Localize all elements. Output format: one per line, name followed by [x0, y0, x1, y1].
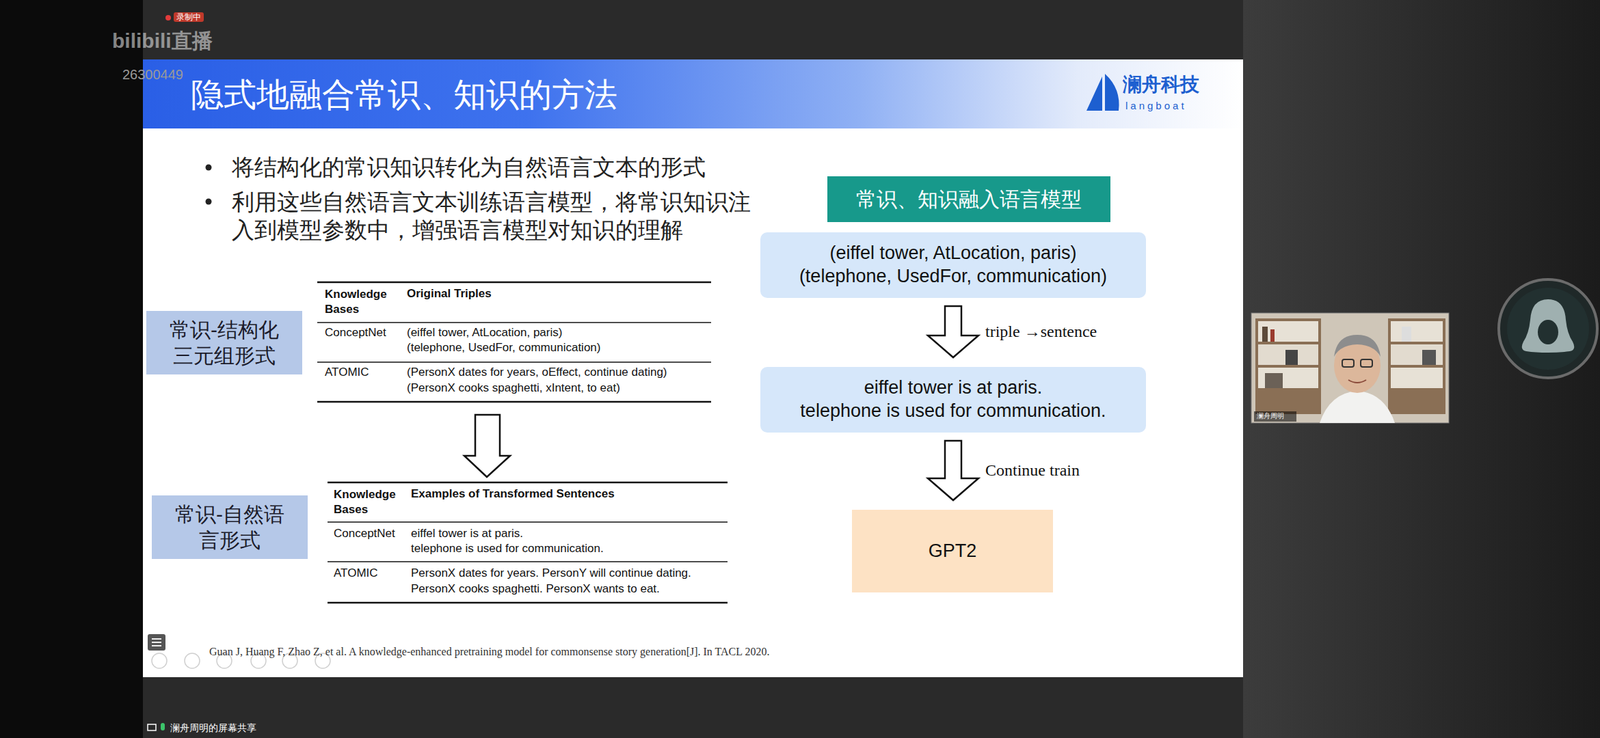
table-cell: ConceptNet	[333, 527, 396, 541]
table-cell: (telephone, UsedFor, communication)	[406, 341, 601, 355]
heading-box: 常识、知识融入语言模型	[827, 176, 1111, 223]
table-rule	[317, 322, 712, 324]
concept-box: 常识-自然语言形式	[151, 495, 308, 560]
table-header: Original Triples	[406, 287, 492, 301]
triple-box: (eiffel tower, AtLocation, paris)(teleph…	[760, 232, 1146, 299]
table-cell: telephone is used for communication.	[410, 542, 604, 556]
table-rule	[317, 281, 712, 284]
node-text: (eiffel tower, AtLocation, paris)	[829, 242, 1077, 266]
share-status: 澜舟周明的屏幕共享	[170, 722, 257, 735]
sentence-box: eiffel tower is at paris.telephone is us…	[760, 367, 1146, 433]
bullet-dot	[205, 164, 212, 171]
webcam-view	[1251, 313, 1449, 424]
arrow-label: triple →sentence	[983, 322, 1099, 342]
table-header: Knowledge Bases	[333, 487, 411, 518]
room-number: 26300449	[122, 66, 184, 83]
toolbar-menu-line	[151, 645, 162, 647]
node-text: eiffel tower is at paris.	[864, 376, 1043, 400]
screen-share-icon	[147, 724, 156, 731]
bullet-text: 将结构化的常识知识转化为自然语言文本的形式	[231, 153, 706, 182]
node-text: 常识-自然语言形式	[165, 501, 295, 554]
table-cell: ATOMIC	[324, 365, 370, 380]
hollow-arrow	[927, 441, 979, 501]
toolbar-icon	[151, 653, 167, 669]
citation: Guan J, Huang F, Zhao Z, et al. A knowle…	[209, 645, 770, 659]
table-rule	[317, 361, 712, 364]
toolbar-menu-icon	[147, 634, 166, 651]
table-header: Examples of Transformed Sentences	[410, 487, 615, 502]
table-cell: (PersonX dates for years, oEffect, conti…	[406, 365, 668, 380]
node-text: telephone is used for communication.	[800, 400, 1106, 424]
left-backdrop	[0, 0, 143, 738]
bullet-dot	[205, 198, 212, 206]
mic-icon	[160, 723, 165, 731]
recording-dot	[165, 15, 171, 21]
table-rule	[327, 602, 728, 605]
webcam-name-tag: 澜舟周明	[1256, 412, 1285, 421]
toolbar-menu-line	[151, 642, 162, 644]
node-text: 常识-结构化三元组形式	[160, 317, 289, 369]
hollow-arrow	[927, 306, 979, 358]
table-cell: PersonX cooks spaghetti. PersonX wants t…	[410, 582, 660, 597]
table-header: Knowledge Bases	[324, 287, 402, 318]
model-box: GPT2	[851, 510, 1053, 593]
avatar-button	[1498, 279, 1598, 379]
concept-box: 常识-结构化三元组形式	[146, 311, 303, 375]
slide-title: 隐式地融合常识、知识的方法	[190, 75, 618, 115]
table-rule	[317, 401, 712, 404]
arrow-label: Continue train	[983, 460, 1082, 481]
table-rule	[327, 561, 728, 563]
hollow-down-arrow	[464, 415, 511, 478]
table-cell: ConceptNet	[324, 326, 387, 340]
table-rule	[327, 521, 728, 524]
node-text: (telephone, UsedFor, communication)	[799, 265, 1108, 289]
logo-name: 澜舟科技	[1122, 73, 1200, 97]
bullet-text: 利用这些自然语言文本训练语言模型，将常识知识注入到模型参数中，增强语言模型对知识…	[231, 188, 752, 245]
logo-icon	[1086, 73, 1120, 111]
table-cell: PersonX dates for years. PersonY will co…	[410, 566, 692, 581]
watermark-logo: bilibili直播	[112, 28, 213, 54]
table-cell: (eiffel tower, AtLocation, paris)	[406, 326, 563, 340]
recording-badge: 录制中	[173, 12, 204, 22]
node-text: 常识、知识融入语言模型	[856, 186, 1082, 213]
logo-latin: langboat	[1125, 99, 1188, 113]
table-rule	[327, 482, 728, 485]
table-cell: ATOMIC	[333, 566, 379, 581]
table-cell: eiffel tower is at paris.	[410, 527, 524, 541]
node-text: GPT2	[928, 540, 978, 564]
toolbar-menu-line	[151, 638, 162, 640]
table-cell: (PersonX cooks spaghetti, xIntent, to ea…	[406, 381, 621, 396]
toolbar-icon	[184, 653, 200, 669]
